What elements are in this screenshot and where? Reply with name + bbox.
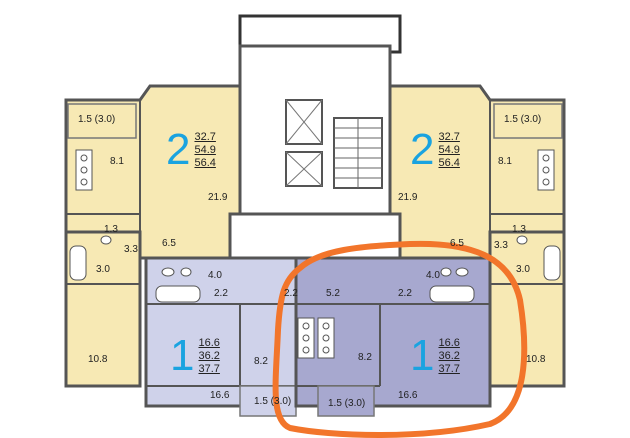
area-label: 8.1 [498,156,512,167]
area-label: 16.6 [210,390,230,401]
room-count: 2 [410,125,435,174]
area-label: 10.8 [88,354,108,365]
area-label: 8.1 [110,156,124,167]
stove-icon [75,149,555,359]
total-area: 37.7 [438,362,460,375]
right-two-room-badge: 2 32.7 54.9 56.4 [410,128,460,172]
room-count: 1 [170,331,195,380]
area: 54.9 [194,143,216,156]
area-label: 10.8 [526,354,546,365]
total-area: 56.4 [438,156,460,169]
area-label: 1.5 (3.0) [254,396,292,407]
room-count: 2 [166,125,191,174]
left-one-balcony [239,385,297,417]
room-count: 1 [410,331,435,380]
living-area: 16.6 [438,336,460,349]
area-label: 3.3 [494,240,508,251]
area-label: 1.5 (3.0) [504,114,542,125]
area-label: 1.3 [512,224,526,235]
area-label: 2.2 [284,288,298,299]
left-balcony [67,103,137,139]
total-area: 37.7 [198,362,220,375]
bathtub-icon [69,245,561,303]
area-label: 16.6 [398,390,418,401]
living-area: 16.6 [198,336,220,349]
left-two-room-badge: 2 32.7 54.9 56.4 [166,128,216,172]
selection-highlight-outline [272,240,528,438]
area-label: 3.3 [124,244,138,255]
right-balcony [493,103,563,139]
area-label: 21.9 [208,192,228,203]
area-label: 1.5 (3.0) [328,398,366,409]
area-label: 3.0 [96,264,110,275]
toilet-icon [100,235,528,277]
area-label: 1.3 [104,224,118,235]
area-label: 6.5 [162,238,176,249]
area-label: 21.9 [398,192,418,203]
right-one-room-badge: 1 16.6 36.2 37.7 [410,334,460,378]
area-label: 4.0 [208,270,222,281]
area-label: 2.2 [398,288,412,299]
living-area: 32.7 [194,130,216,143]
area: 54.9 [438,143,460,156]
living-area: 32.7 [438,130,460,143]
area-label: 6.5 [450,238,464,249]
area-label: 1.5 (3.0) [78,114,116,125]
area: 36.2 [438,349,460,362]
area-label: 8.2 [254,356,268,367]
right-one-balcony [317,385,375,417]
left-one-room-badge: 1 16.6 36.2 37.7 [170,334,220,378]
area-label: 4.0 [426,270,440,281]
area-label: 3.0 [516,264,530,275]
area: 36.2 [198,349,220,362]
total-area: 56.4 [194,156,216,169]
area-label: 8.2 [358,352,372,363]
area-label: 5.2 [326,288,340,299]
area-label: 2.2 [214,288,228,299]
